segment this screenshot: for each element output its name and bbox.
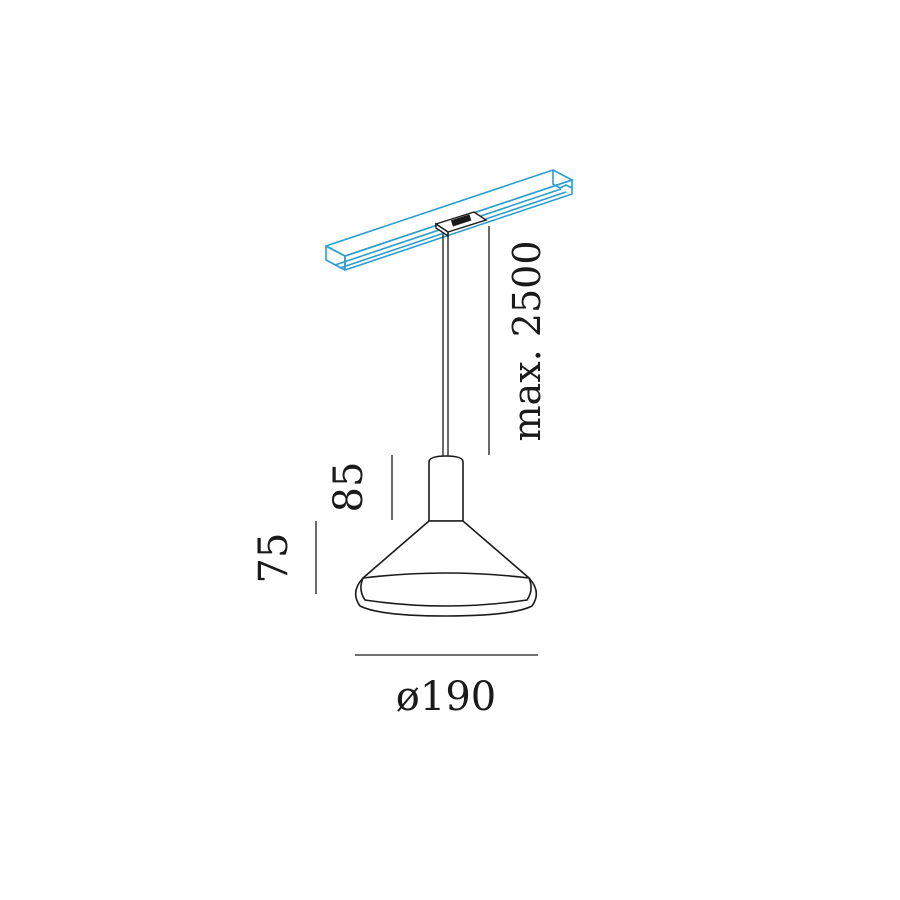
track-rail-front-face [325,245,346,271]
lamp-neck [428,455,464,522]
lamp-shade-inner-rim [360,572,532,607]
track-adapter [434,211,488,238]
lamp-shade [354,520,538,617]
track-rail-side-face [344,179,573,271]
cable-length-label: max. 2500 [505,241,549,442]
suspension-cable [442,232,449,456]
track-rail-end-cap [552,170,573,189]
track-adapter-slot [450,214,472,227]
dimension-lines [315,226,538,656]
shade-height-label: 75 [251,533,297,584]
neck-height-label: 85 [326,462,372,513]
diameter-label: ø190 [396,674,496,720]
